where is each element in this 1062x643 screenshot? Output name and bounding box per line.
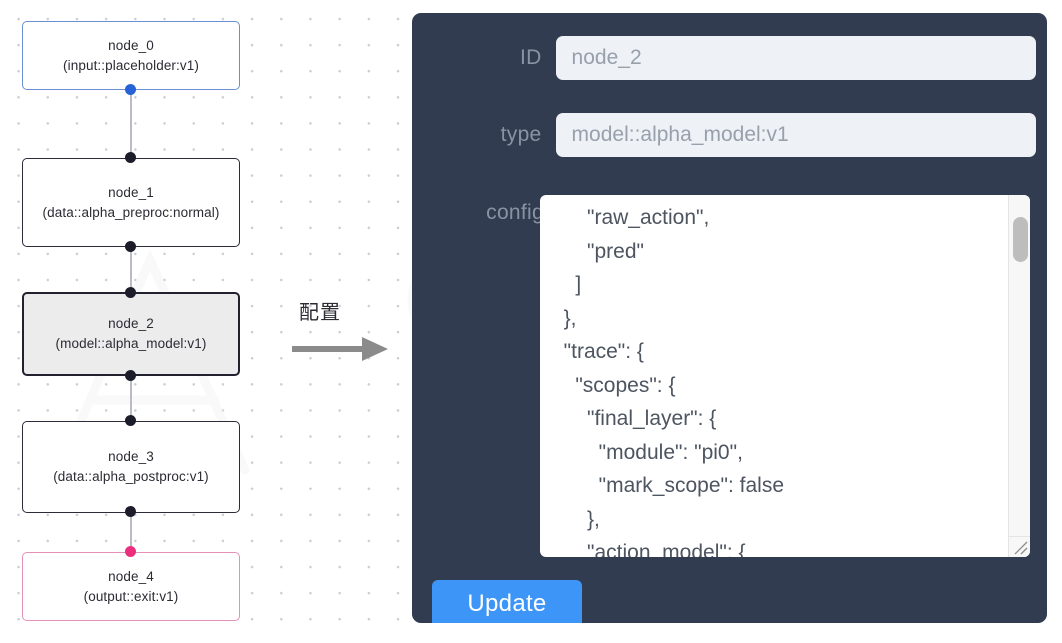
field-row-id: ID bbox=[426, 36, 1036, 80]
graph-node-node_3[interactable]: node_3 (data::alpha_postproc:v1) bbox=[22, 421, 240, 513]
node-title: node_1 bbox=[108, 184, 154, 200]
edge-node1-node2 bbox=[130, 247, 132, 293]
graph-node-node_4[interactable]: node_4 (output::exit:v1) bbox=[22, 552, 240, 621]
edge-node3-node4 bbox=[130, 512, 132, 552]
annotation-group: 配置 bbox=[290, 296, 400, 364]
config-label: config bbox=[486, 201, 544, 224]
config-scrollbar-track[interactable] bbox=[1008, 195, 1030, 537]
node-handle-node_2-in[interactable] bbox=[125, 287, 136, 298]
node-subtitle: (output::exit:v1) bbox=[83, 588, 179, 604]
field-row-type: type bbox=[426, 113, 1036, 157]
config-scrollbar-corner bbox=[1008, 536, 1030, 557]
node-handle-node_1-in[interactable] bbox=[125, 152, 136, 163]
graph-canvas[interactable]: node_0 (input::placeholder:v1) node_1 (d… bbox=[0, 0, 400, 643]
type-label: type bbox=[500, 123, 542, 146]
node-title: node_4 bbox=[108, 568, 154, 584]
node-handle-node_4-in[interactable] bbox=[125, 546, 136, 557]
type-input[interactable] bbox=[555, 113, 1036, 157]
node-title: node_2 bbox=[108, 316, 154, 331]
node-title: node_3 bbox=[108, 449, 154, 464]
edge-node0-node1 bbox=[130, 90, 132, 158]
config-textarea[interactable]: "raw_action", "pred" ] }, "trace": { "sc… bbox=[540, 195, 992, 557]
node-handle-node_0-out[interactable] bbox=[125, 84, 136, 95]
node-subtitle: (input::placeholder:v1) bbox=[63, 57, 199, 73]
node-config-panel: ID type config "raw_action", "pred" ] },… bbox=[412, 13, 1047, 623]
graph-node-node_0[interactable]: node_0 (input::placeholder:v1) bbox=[22, 21, 240, 90]
node-handle-node_3-out[interactable] bbox=[125, 506, 136, 517]
id-input[interactable] bbox=[555, 36, 1036, 80]
graph-node-node_1[interactable]: node_1 (data::alpha_preproc:normal) bbox=[22, 158, 240, 247]
config-scrollbar-thumb[interactable] bbox=[1013, 217, 1028, 262]
node-subtitle: (data::alpha_preproc:normal) bbox=[42, 204, 220, 220]
node-subtitle: (model::alpha_model:v1) bbox=[55, 336, 207, 351]
edge-node2-node3 bbox=[130, 375, 132, 421]
id-label: ID bbox=[519, 46, 542, 69]
annotation-label: 配置 bbox=[299, 300, 341, 324]
node-subtitle: (data::alpha_postproc:v1) bbox=[53, 469, 209, 484]
node-handle-node_3-in[interactable] bbox=[125, 415, 136, 426]
node-handle-node_1-out[interactable] bbox=[125, 241, 136, 252]
arrow-icon bbox=[292, 337, 388, 361]
config-textarea-wrapper: "raw_action", "pred" ] }, "trace": { "sc… bbox=[540, 195, 1030, 557]
update-button[interactable]: Update bbox=[432, 580, 582, 623]
graph-node-node_2[interactable]: node_2 (model::alpha_model:v1) bbox=[22, 292, 240, 376]
node-title: node_0 bbox=[108, 37, 154, 53]
node-handle-node_2-out[interactable] bbox=[125, 370, 136, 381]
